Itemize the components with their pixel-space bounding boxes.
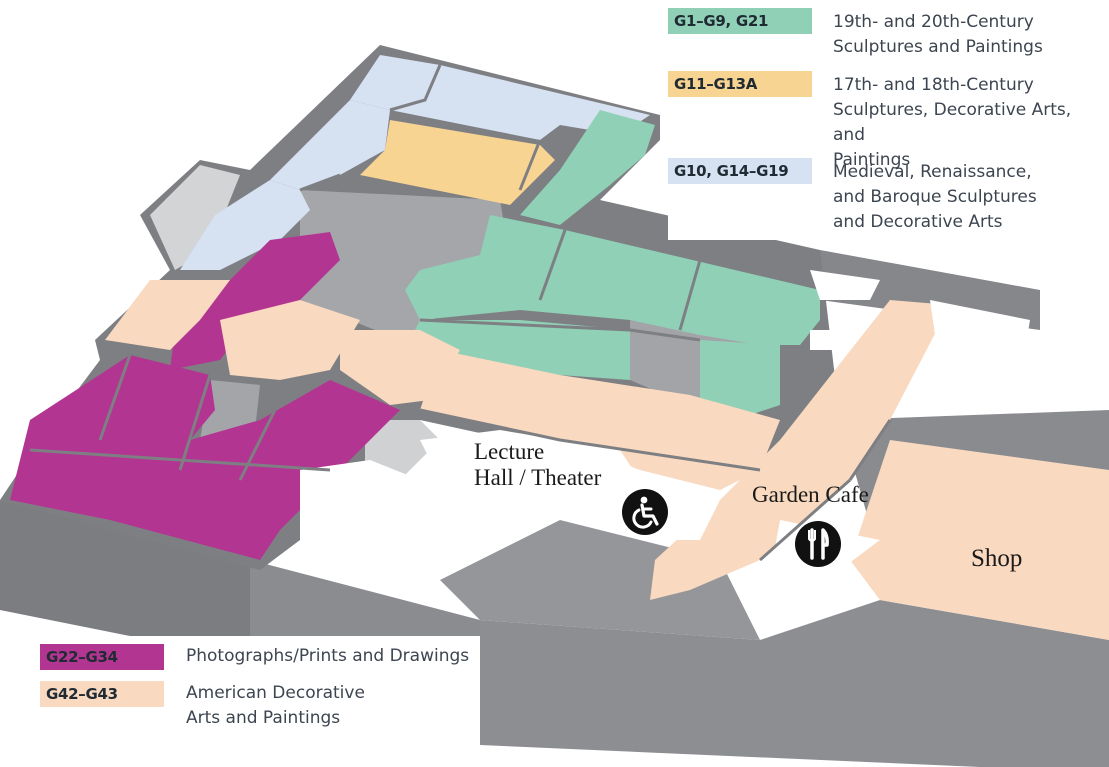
legend-chip: G1–G9, G21 <box>668 8 812 34</box>
fork-knife-glyph <box>808 528 829 560</box>
wheelchair-icon <box>622 489 668 535</box>
legend-bottom: G22–G34 Photographs/Prints and Drawings … <box>40 636 480 732</box>
legend-desc: 17th- and 18th-Century Sculptures, Decor… <box>833 73 1108 173</box>
legend-desc-line: 19th- and 20th-Century <box>833 12 1034 32</box>
c19-20-galleries <box>405 110 820 415</box>
shop-label: Shop <box>971 545 1023 572</box>
white-rooms <box>300 270 1030 580</box>
legend-desc-line: Sculptures and Paintings <box>833 37 1043 57</box>
wheelchair-glyph <box>632 496 659 529</box>
legend-desc-line: and Decorative Arts <box>833 212 1003 232</box>
lecture-hall-line: Lecture <box>474 439 545 464</box>
interior-walls <box>29 64 892 562</box>
lecture-hall-label: Lecture Hall / Theater <box>474 439 601 491</box>
legend-desc-line: Arts and Paintings <box>186 708 341 728</box>
legend-desc-line: Medieval, Renaissance, <box>833 162 1032 182</box>
legend-chip: G11–G13A <box>668 71 812 97</box>
legend-desc-line: 17th- and 18th-Century <box>833 75 1034 95</box>
lecture-hall-line: Hall / Theater <box>474 465 602 490</box>
legend-chip: G22–G34 <box>40 644 164 670</box>
legend-desc-line: American Decorative <box>186 683 365 703</box>
photographs-galleries <box>10 232 400 560</box>
legend-chip: G42–G43 <box>40 681 164 707</box>
legend-desc: 19th- and 20th-Century Sculptures and Pa… <box>833 10 1108 60</box>
legend-desc: Medieval, Renaissance, and Baroque Sculp… <box>833 160 1108 235</box>
garden-cafe-label: Garden Cafe <box>752 482 869 507</box>
legend-top: G1–G9, G21 19th- and 20th-Century Sculpt… <box>668 0 1109 240</box>
legend-chip: G10, G14–G19 <box>668 158 812 184</box>
legend-desc-line: Photographs/Prints and Drawings <box>186 646 470 666</box>
legend-desc-line: Sculptures, Decorative Arts, and <box>833 100 1072 145</box>
medieval-galleries <box>180 55 650 270</box>
fork-knife-icon <box>795 521 841 567</box>
legend-desc-line: Paintings <box>833 150 911 170</box>
legend-desc-line: and Baroque Sculptures <box>833 187 1037 207</box>
c17-18-galleries <box>360 120 555 205</box>
legend-desc: American Decorative Arts and Paintings <box>186 681 480 731</box>
legend-desc: Photographs/Prints and Drawings <box>186 644 480 669</box>
american-galleries <box>105 280 1109 640</box>
